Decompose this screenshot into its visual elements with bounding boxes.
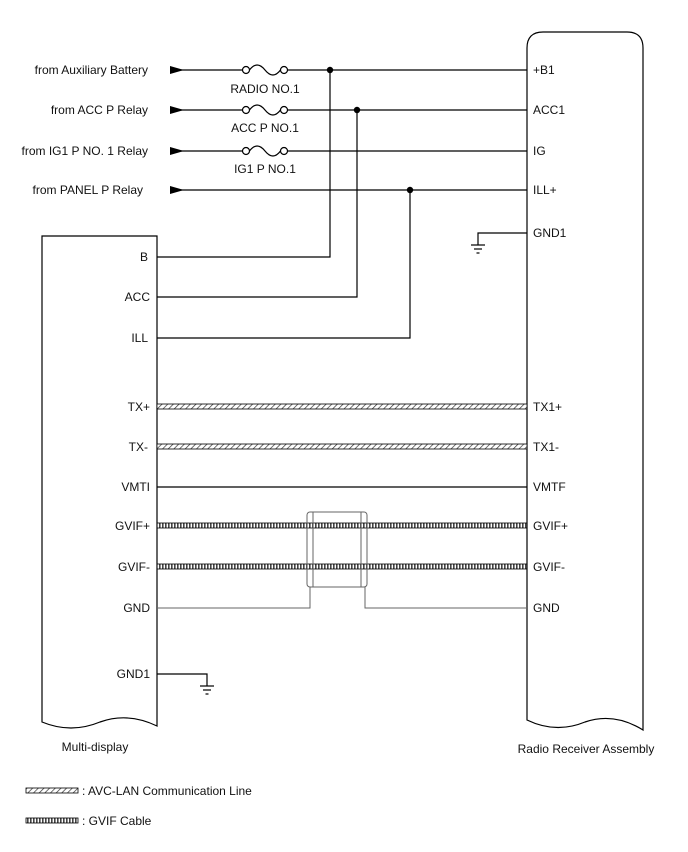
radio-receiver-label: Radio Receiver Assembly xyxy=(518,742,655,756)
input-label: from IG1 P NO. 1 Relay xyxy=(22,144,149,158)
fuse-labels: RADIO NO.1 ACC P NO.1 IG1 P NO.1 xyxy=(230,82,300,176)
terminal-label: GVIF- xyxy=(533,560,565,574)
terminal-label: +B1 xyxy=(533,63,555,77)
multi-display-box xyxy=(41,235,158,729)
display-terminals: B ACC ILL TX+ TX- VMTI GVIF+ GVIF- GND G… xyxy=(115,250,150,681)
terminal-label: GVIF- xyxy=(118,560,150,574)
legend-avc-symbol xyxy=(25,787,79,794)
legend-gvif-text: : GVIF Cable xyxy=(82,814,152,828)
terminal-label: IG xyxy=(533,144,546,158)
input-label: from PANEL P Relay xyxy=(33,183,143,197)
terminal-label: GND xyxy=(123,601,150,615)
radio-receiver-box xyxy=(526,31,644,732)
terminal-label: TX1- xyxy=(533,440,559,454)
legend-gvif-symbol xyxy=(25,817,79,824)
terminal-label: GVIF+ xyxy=(533,519,568,533)
input-lines xyxy=(170,69,527,191)
input-labels: from Auxiliary Battery from ACC P Relay … xyxy=(22,63,149,197)
input-label: from Auxiliary Battery xyxy=(35,63,148,77)
terminal-label: B xyxy=(140,250,148,264)
cable-shield xyxy=(157,511,527,609)
legend-avc-text: : AVC-LAN Communication Line xyxy=(82,784,252,798)
fuse-label: RADIO NO.1 xyxy=(230,82,300,96)
terminal-label: ACC xyxy=(125,290,151,304)
fuse-icon xyxy=(241,64,289,157)
splice-lines xyxy=(157,70,411,339)
fuse-label: IG1 P NO.1 xyxy=(234,162,296,176)
terminal-label: TX- xyxy=(129,440,148,454)
terminal-label: GND xyxy=(533,601,560,615)
multi-display-label: Multi-display xyxy=(62,740,129,754)
splice-dot xyxy=(326,66,414,194)
terminal-label: GND1 xyxy=(533,226,567,240)
ground-icon xyxy=(157,232,527,695)
terminal-label: VMTI xyxy=(121,480,150,494)
terminal-label: VMTF xyxy=(533,480,566,494)
terminal-label: ILL+ xyxy=(533,183,557,197)
gvif-cable xyxy=(156,522,528,570)
avc-lan-line xyxy=(156,403,528,450)
input-label: from ACC P Relay xyxy=(51,103,148,117)
terminal-label: ILL xyxy=(131,331,148,345)
terminal-label: TX1+ xyxy=(533,400,562,414)
terminal-label: GND1 xyxy=(117,667,151,681)
fuse-label: ACC P NO.1 xyxy=(231,121,299,135)
radio-terminals: +B1 ACC1 IG ILL+ GND1 TX1+ TX1- VMTF GVI… xyxy=(533,63,568,615)
terminal-label: ACC1 xyxy=(533,103,565,117)
arrow-icon xyxy=(170,66,184,194)
terminal-label: GVIF+ xyxy=(115,519,150,533)
terminal-label: TX+ xyxy=(128,400,150,414)
